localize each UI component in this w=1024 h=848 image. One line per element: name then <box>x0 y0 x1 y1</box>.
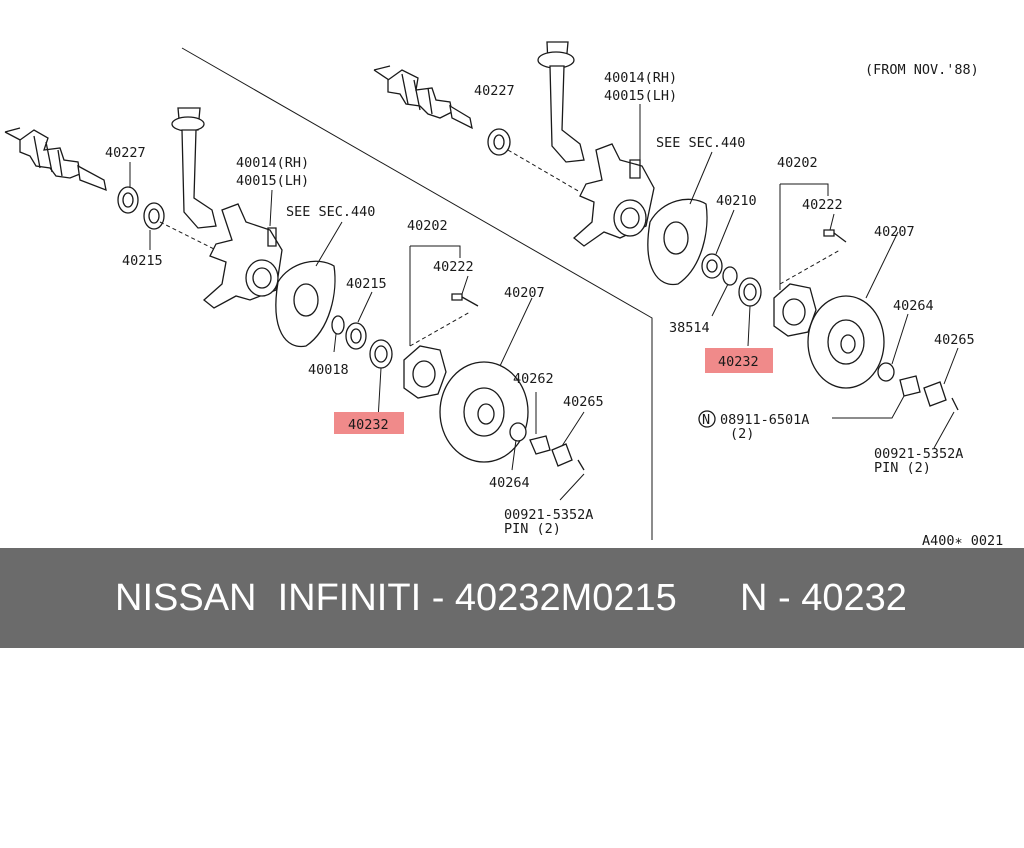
right-strut <box>537 41 585 163</box>
label-right-nut-qty: (2) <box>730 426 754 442</box>
left-leaders <box>129 162 585 501</box>
label-right-38514: 38514 <box>669 320 710 336</box>
label-left-40202: 40202 <box>407 218 448 234</box>
label-left-pin: PIN (2) <box>504 521 561 537</box>
left-washer-40264 <box>509 422 527 442</box>
label-right-40227: 40227 <box>474 83 515 99</box>
left-drive-shaft <box>4 127 107 192</box>
left-hub <box>403 345 447 399</box>
label-left-40265: 40265 <box>563 394 604 410</box>
label-left-00921: 00921-5352A <box>504 507 593 523</box>
label-right-40202: 40202 <box>777 155 818 171</box>
right-leaders <box>639 104 959 449</box>
label-right-40232: 40232 <box>718 354 759 370</box>
right-cap-40265 <box>923 381 947 407</box>
label-left-40227: 40227 <box>105 145 146 161</box>
label-left-40222: 40222 <box>433 259 474 275</box>
part-number-banner: NISSAN INFINITI - 40232M0215 N - 40232 <box>0 548 1024 648</box>
label-left-see-sec: SEE SEC.440 <box>286 204 375 220</box>
left-strut <box>171 107 217 229</box>
label-right-00921: 00921-5352A <box>874 446 963 462</box>
label-left-40262: 40262 <box>513 371 554 387</box>
label-left-40215-a: 40215 <box>122 253 163 269</box>
right-nut-08911 <box>899 375 921 397</box>
label-right-40210: 40210 <box>716 193 757 209</box>
highlight-right-40232 <box>705 348 773 373</box>
right-cotter-pin <box>951 397 959 411</box>
right-bearing-40227 <box>487 128 511 156</box>
right-splash-shield <box>647 198 708 286</box>
left-stud-40222 <box>451 293 479 307</box>
label-right-08911: 08911-6501A <box>720 412 809 428</box>
note-from-date: (FROM NOV.'88) <box>865 62 979 78</box>
label-left-40207: 40207 <box>504 285 545 301</box>
right-rotor <box>807 295 885 389</box>
left-nut-40262 <box>529 435 551 455</box>
label-right-40014: 40014(RH) <box>604 70 677 86</box>
right-knuckle <box>572 143 655 247</box>
right-stud-40222 <box>823 229 847 243</box>
label-right-40015: 40015(LH) <box>604 88 677 104</box>
label-right-40207: 40207 <box>874 224 915 240</box>
label-left-40215-b: 40215 <box>346 276 387 292</box>
left-splash-shield <box>275 260 336 348</box>
left-cap-40265 <box>551 443 573 467</box>
label-right-40264: 40264 <box>893 298 934 314</box>
label-left-40232: 40232 <box>348 417 389 433</box>
left-bearing-inner <box>345 322 367 350</box>
label-left-40015: 40015(LH) <box>236 173 309 189</box>
left-seal-40232 <box>369 339 393 369</box>
right-drive-shaft <box>373 65 473 130</box>
left-bearing-40215 <box>143 202 165 230</box>
right-snap-ring-38514 <box>722 266 738 286</box>
label-right-see-sec: SEE SEC.440 <box>656 135 745 151</box>
right-bearing-40210 <box>701 253 723 279</box>
right-washer-40264 <box>877 362 895 382</box>
label-left-40018: 40018 <box>308 362 349 378</box>
label-right-nut-marker: N <box>702 412 710 428</box>
label-right-pin: PIN (2) <box>874 460 931 476</box>
right-nut-marker-circle <box>698 410 716 428</box>
drawing-code: A400∗ 0021 <box>922 533 1003 548</box>
left-rotor <box>439 361 529 463</box>
left-cotter-pin <box>577 459 585 471</box>
label-left-40014: 40014(RH) <box>236 155 309 171</box>
left-knuckle <box>202 203 283 309</box>
right-stud-dashline <box>779 249 841 285</box>
brand-part-number: NISSAN INFINITI - 40232M0215 <box>115 577 677 619</box>
label-right-40265: 40265 <box>934 332 975 348</box>
right-seal-40232 <box>738 277 762 307</box>
left-bearing-40227 <box>117 186 139 214</box>
highlight-left-40232 <box>334 412 404 434</box>
left-stud-dashline <box>409 311 471 347</box>
short-part-number: N - 40232 <box>740 577 907 619</box>
parts-diagram: (FROM NOV.'88) 40227 40215 40014(RH) 400… <box>4 41 1003 548</box>
label-right-40222: 40222 <box>802 197 843 213</box>
section-divider-line <box>181 47 653 540</box>
left-spacer-40018 <box>331 315 345 335</box>
label-left-40264: 40264 <box>489 475 530 491</box>
